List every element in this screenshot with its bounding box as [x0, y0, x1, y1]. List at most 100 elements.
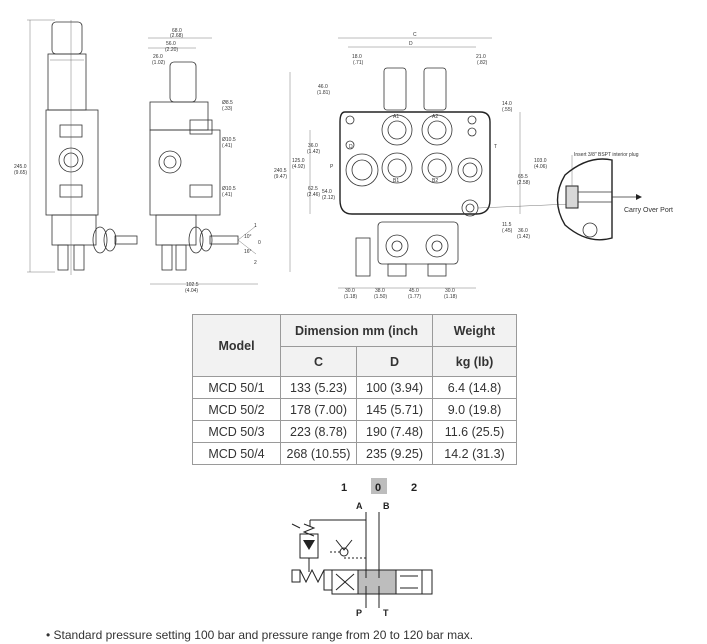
header-dimension: Dimension mm (inch	[280, 314, 433, 347]
side-view-left: 245.0 (9.65)	[14, 19, 138, 275]
dim-245-in: (9.65)	[14, 170, 27, 176]
cell-d: 190 (7.48)	[356, 420, 433, 443]
dim-103-in: (4.06)	[534, 164, 547, 170]
header-c: C	[280, 346, 357, 377]
bot-dim-38-in: (1.50)	[374, 294, 387, 300]
cell-c: 268 (10.55)	[280, 442, 357, 465]
cell-c: 223 (8.78)	[280, 420, 357, 443]
cell-model: MCD 50/1	[192, 376, 281, 399]
lever-pos-0: 0	[258, 240, 261, 246]
schematic-port-t: T	[383, 608, 389, 618]
cell-weight: 11.6 (25.5)	[432, 420, 517, 443]
dim-240: 240.5	[274, 168, 287, 174]
lever-pos-1: 1	[254, 223, 257, 229]
dim-36b-in: (1.42)	[517, 234, 530, 240]
dim-46-in: (1.81)	[317, 90, 330, 96]
table-row: MCD 50/2 178 (7.00) 145 (5.71) 9.0 (19.8…	[192, 398, 517, 421]
port-b1: B1	[393, 178, 399, 184]
port-p: P	[330, 164, 334, 170]
callout-carry: Carry Over Port	[624, 207, 673, 214]
bot-dim-45: 45.0	[409, 288, 419, 294]
angle-10: 10°	[244, 234, 252, 240]
schematic-pos-1: 1	[341, 482, 347, 494]
bot-dim-45-in: (1.77)	[408, 294, 421, 300]
hydraulic-schematic: .sl { font-family: "Liberation Sans", sa…	[291, 478, 433, 618]
dim-36: 36.0	[308, 143, 318, 149]
cell-model: MCD 50/4	[192, 442, 281, 465]
dim-21: 21.0	[476, 54, 486, 60]
dim-68-in: (2.68)	[170, 33, 183, 39]
header-d: D	[356, 346, 433, 377]
schematic-port-p: P	[356, 608, 362, 618]
dim-240-in: (9.47)	[274, 174, 287, 180]
port-a2: A2	[432, 114, 438, 120]
dim-18: 18.0	[352, 54, 362, 60]
cell-model: MCD 50/3	[192, 420, 281, 443]
dim-68: 68.0	[172, 28, 182, 34]
cell-weight: 6.4 (14.8)	[432, 376, 517, 399]
pressure-note: • Standard pressure setting 100 bar and …	[46, 628, 474, 642]
carry-over-detail: Insert 3/8" BSPT interior plug Carry Ove…	[556, 152, 673, 241]
dim-11-in: (.45)	[502, 228, 513, 234]
dim-105a: Ø10.5	[222, 137, 236, 143]
dim-21-in: (.82)	[477, 60, 488, 66]
cell-d: 100 (3.94)	[356, 376, 433, 399]
schematic-pos-0: 0	[375, 482, 381, 494]
schematic-pos-2: 2	[411, 482, 417, 494]
port-t: T	[494, 144, 497, 150]
dim-18-in: (.71)	[353, 60, 364, 66]
dim-65-in: (2.58)	[517, 180, 530, 186]
dim-14: 14.0	[502, 101, 512, 107]
technical-drawing: 245.0 (9.65) 68.0 (2.68) 56.0 (2.20) 26.…	[14, 19, 673, 300]
table-row: MCD 50/3 223 (8.78) 190 (7.48) 11.6 (25.…	[192, 420, 517, 443]
port-a1: A1	[393, 114, 399, 120]
callout-insert: Insert 3/8" BSPT interior plug	[574, 152, 639, 158]
header-weight-unit: kg (lb)	[432, 346, 517, 377]
dim-125-in: (4.92)	[292, 164, 305, 170]
dim-54-in: (2.12)	[322, 195, 335, 201]
schematic-port-a: A	[356, 501, 363, 511]
dim-26-in: (1.02)	[152, 60, 165, 66]
cell-c: 133 (5.23)	[280, 376, 357, 399]
port-b2: B2	[432, 178, 438, 184]
cell-c: 178 (7.00)	[280, 398, 357, 421]
side-view-right: 68.0 (2.68) 56.0 (2.20) 26.0 (1.02) Ø8.5…	[148, 28, 261, 294]
schematic-port-b: B	[383, 501, 390, 511]
dim-62: 62.5	[308, 186, 318, 192]
cell-d: 235 (9.25)	[356, 442, 433, 465]
dim-11: 11.5	[502, 222, 512, 228]
dim-c: C	[413, 32, 417, 38]
schematic-pos-0-highlight	[371, 478, 387, 494]
dim-105a-in: (.41)	[222, 143, 233, 149]
bot-dim-30: 30.0	[345, 288, 355, 294]
dim-85: Ø8.5	[222, 100, 233, 106]
bot-dim-30b-in: (1.18)	[444, 294, 457, 300]
cell-weight: 9.0 (19.8)	[432, 398, 517, 421]
table-row: MCD 50/4 268 (10.55) 235 (9.25) 14.2 (31…	[192, 442, 517, 465]
dim-245: 245.0	[14, 164, 27, 170]
port-d: D	[349, 144, 353, 150]
dim-125: 125.0	[292, 158, 305, 164]
header-weight: Weight	[432, 314, 517, 347]
dim-85-in: (.33)	[222, 106, 233, 112]
dim-103: 103.0	[534, 158, 547, 164]
front-view: C D 18.0 (.71) 21.0 (.82) 46.0 (1.81) 14…	[274, 32, 571, 300]
bot-dim-30-in: (1.18)	[344, 294, 357, 300]
dim-65: 65.5	[518, 174, 528, 180]
dim-105b-in: (.41)	[222, 192, 233, 198]
angle-16: 16°	[244, 249, 252, 255]
dim-1025-in: (4.04)	[185, 288, 198, 294]
dim-56: 56.0	[166, 41, 176, 47]
header-model: Model	[192, 314, 281, 377]
lever-pos-2: 2	[254, 260, 257, 266]
bot-dim-30b: 30.0	[445, 288, 455, 294]
dim-d: D	[409, 41, 413, 47]
cell-d: 145 (5.71)	[356, 398, 433, 421]
dim-54: 54.0	[322, 189, 332, 195]
dim-36b: 36.0	[518, 228, 528, 234]
cell-weight: 14.2 (31.3)	[432, 442, 517, 465]
dim-46: 46.0	[318, 84, 328, 90]
dim-56-in: (2.20)	[165, 47, 178, 53]
cell-model: MCD 50/2	[192, 398, 281, 421]
dim-105b: Ø10.5	[222, 186, 236, 192]
